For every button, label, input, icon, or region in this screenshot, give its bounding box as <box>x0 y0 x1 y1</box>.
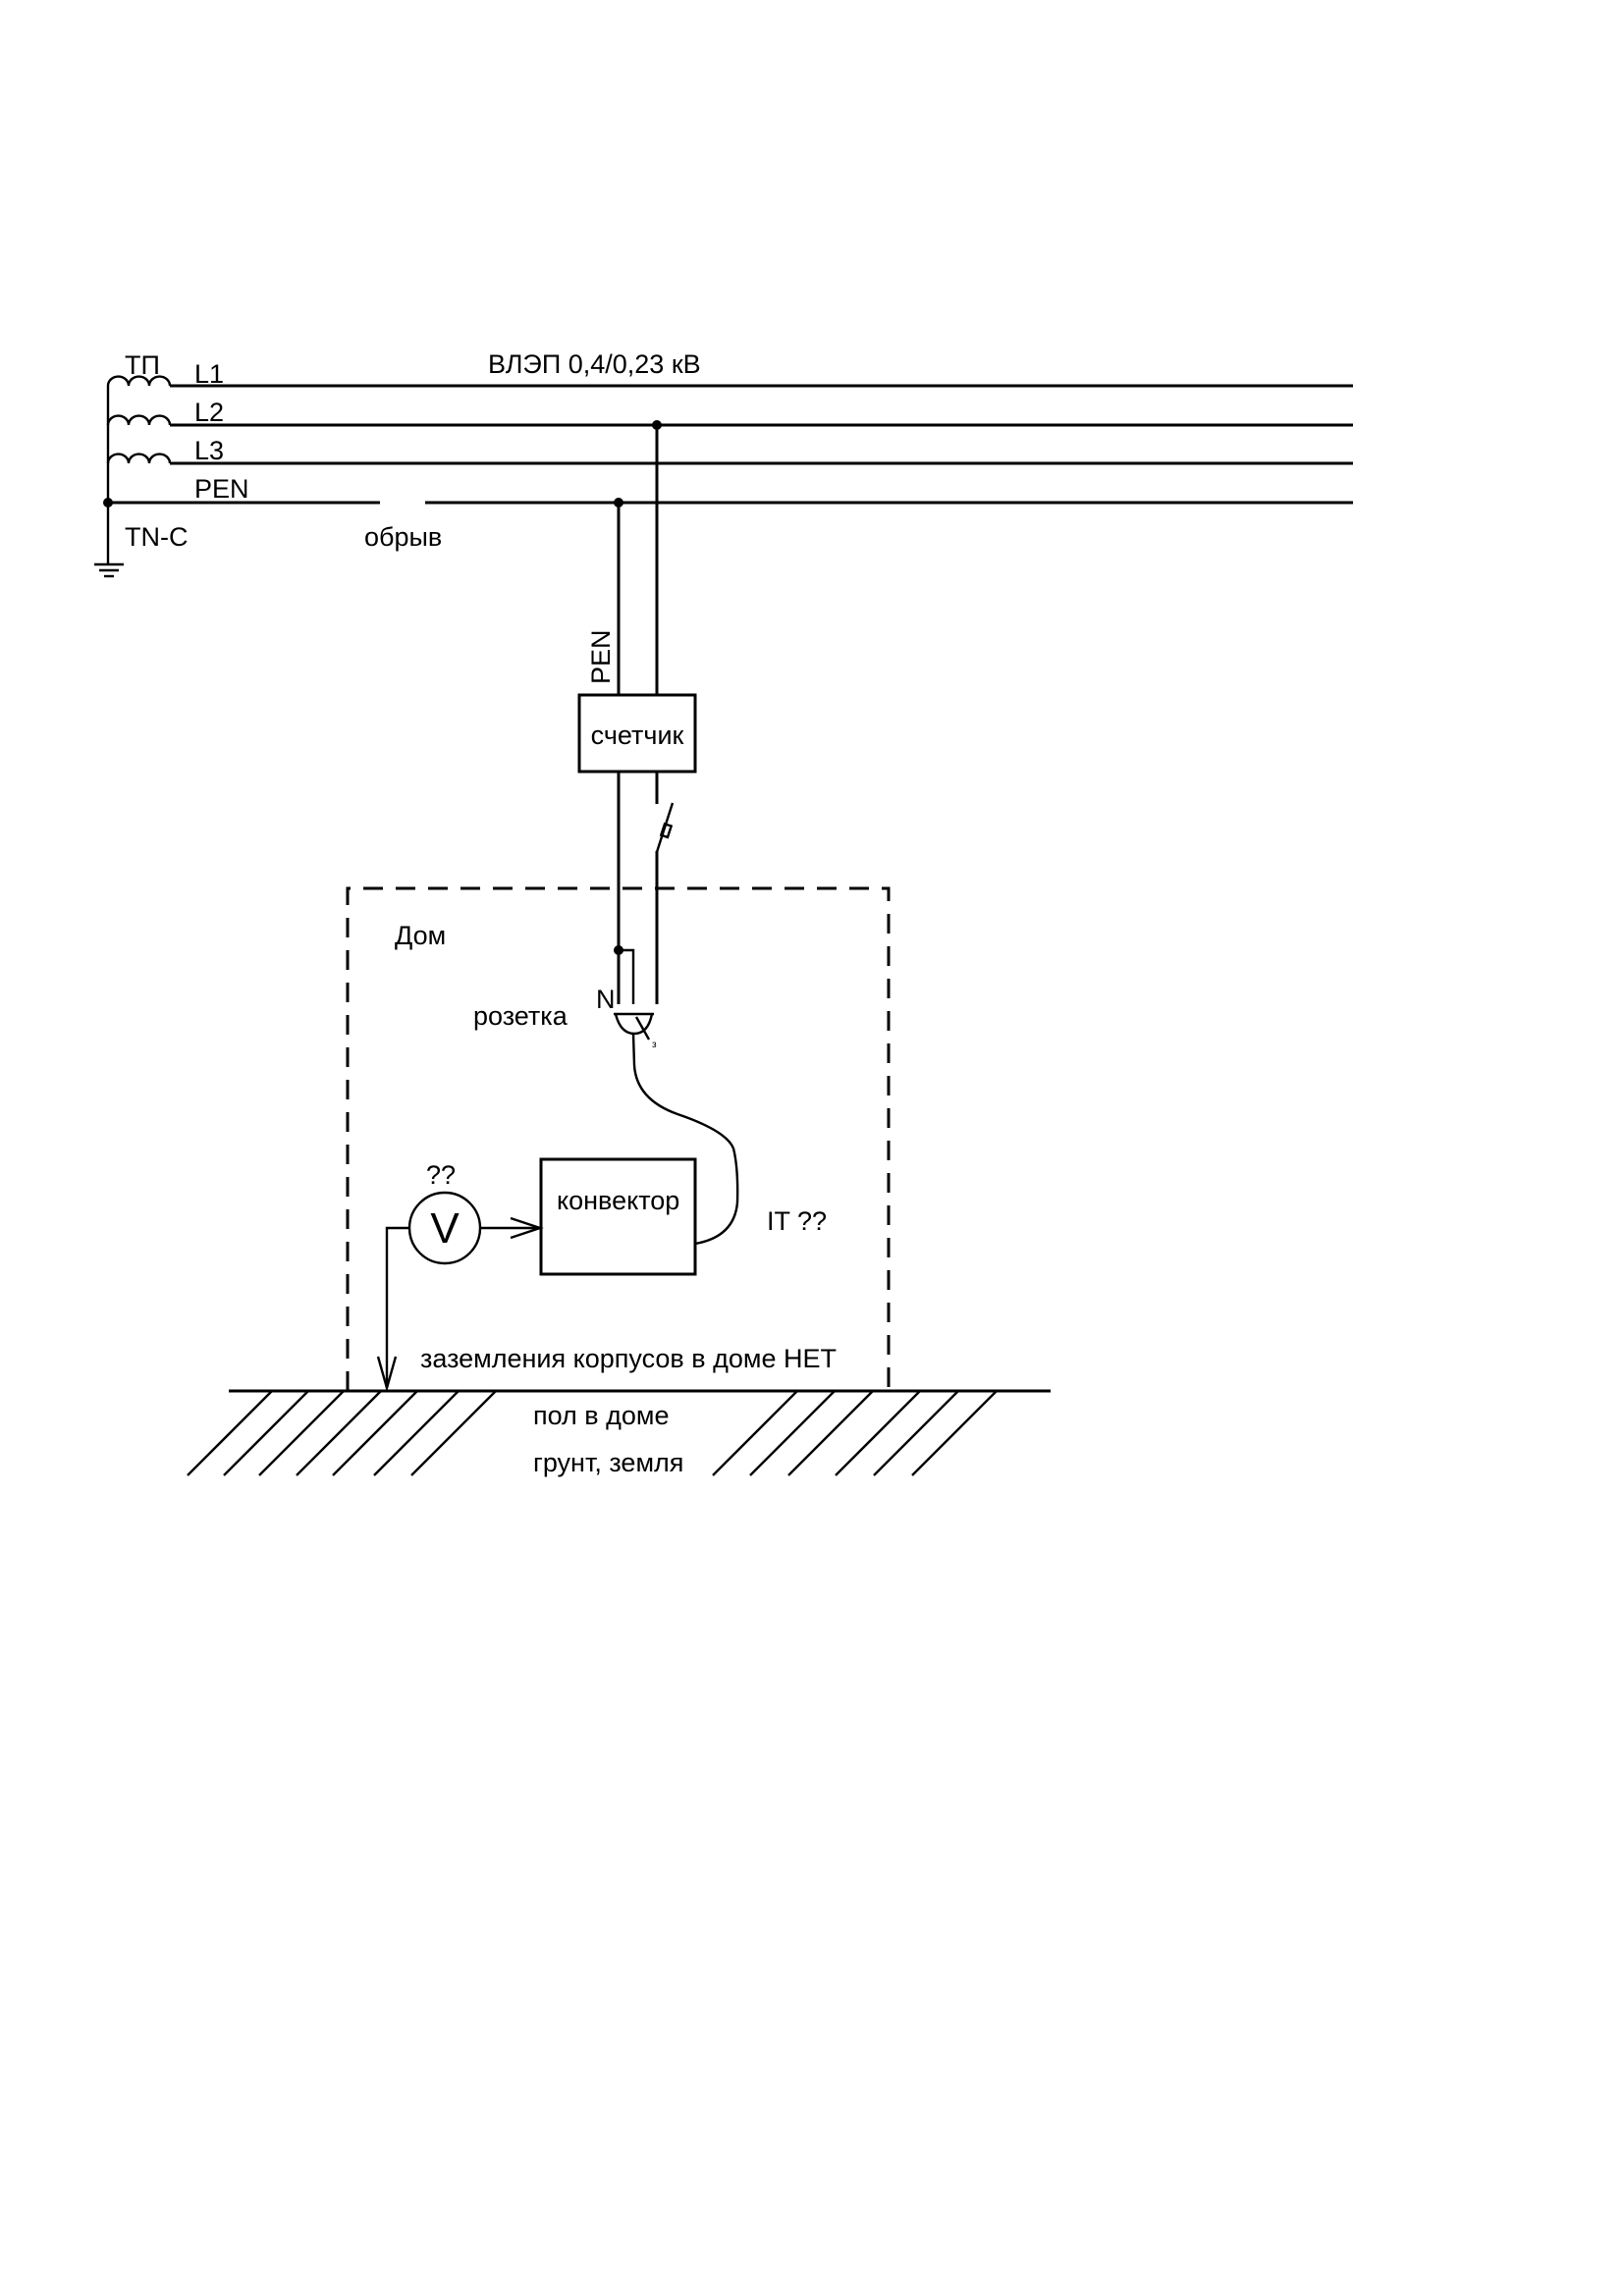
label-pen-drop: PEN <box>586 629 616 684</box>
soil-hatching <box>187 1390 998 1476</box>
power-cable <box>631 1033 739 1246</box>
arrow-down-icon <box>376 1356 398 1393</box>
label-overhead-line: ВЛЭП 0,4/0,23 кВ <box>488 349 701 379</box>
coil-l3 <box>106 453 172 464</box>
label-no-grounding: заземления корпусов в доме НЕТ <box>420 1344 837 1373</box>
hatch-line <box>258 1390 345 1476</box>
convector-box <box>539 1157 697 1276</box>
label-break: обрыв <box>364 522 442 552</box>
label-house: Дом <box>395 921 446 950</box>
hatch-line <box>873 1390 959 1476</box>
meter-box <box>577 693 697 774</box>
label-voltmeter: V <box>430 1204 460 1253</box>
hatch-line <box>187 1390 273 1476</box>
label-pen: PEN <box>194 474 249 504</box>
hatch-line <box>787 1390 874 1476</box>
label-meter: счетчик <box>591 721 684 750</box>
hatch-line <box>373 1390 460 1476</box>
label-system: TN-C <box>125 522 188 552</box>
hatch-line <box>410 1390 497 1476</box>
label-l3: L3 <box>194 436 224 465</box>
label-socket-earth: з <box>652 1040 657 1050</box>
hatch-line <box>223 1390 309 1476</box>
hatch-line <box>296 1390 382 1476</box>
hatch-line <box>712 1390 798 1476</box>
breaker-switch-icon <box>655 802 675 853</box>
voltmeter-to-floor-wire <box>385 1226 409 1388</box>
label-voltmeter-question: ?? <box>426 1160 456 1190</box>
coil-l1 <box>106 375 172 387</box>
hatch-line <box>332 1390 418 1476</box>
hatch-line <box>835 1390 921 1476</box>
label-l1: L1 <box>194 359 224 389</box>
label-substation: ТП <box>125 350 160 380</box>
ground-icon <box>94 562 124 578</box>
label-soil: грунт, земля <box>533 1448 683 1477</box>
label-floor: пол в доме <box>533 1401 670 1430</box>
transformer-coils <box>103 375 172 564</box>
label-it-question: IT ?? <box>767 1206 827 1236</box>
label-convector: конвектор <box>557 1186 679 1215</box>
pe-jumper-wire <box>619 948 635 1004</box>
hatch-line <box>911 1390 998 1476</box>
label-l2: L2 <box>194 398 224 427</box>
hatch-line <box>749 1390 836 1476</box>
coil-l2 <box>106 414 172 426</box>
label-neutral: N <box>596 985 616 1014</box>
arrow-right-icon <box>510 1216 544 1240</box>
label-socket: розетка <box>473 1001 568 1031</box>
